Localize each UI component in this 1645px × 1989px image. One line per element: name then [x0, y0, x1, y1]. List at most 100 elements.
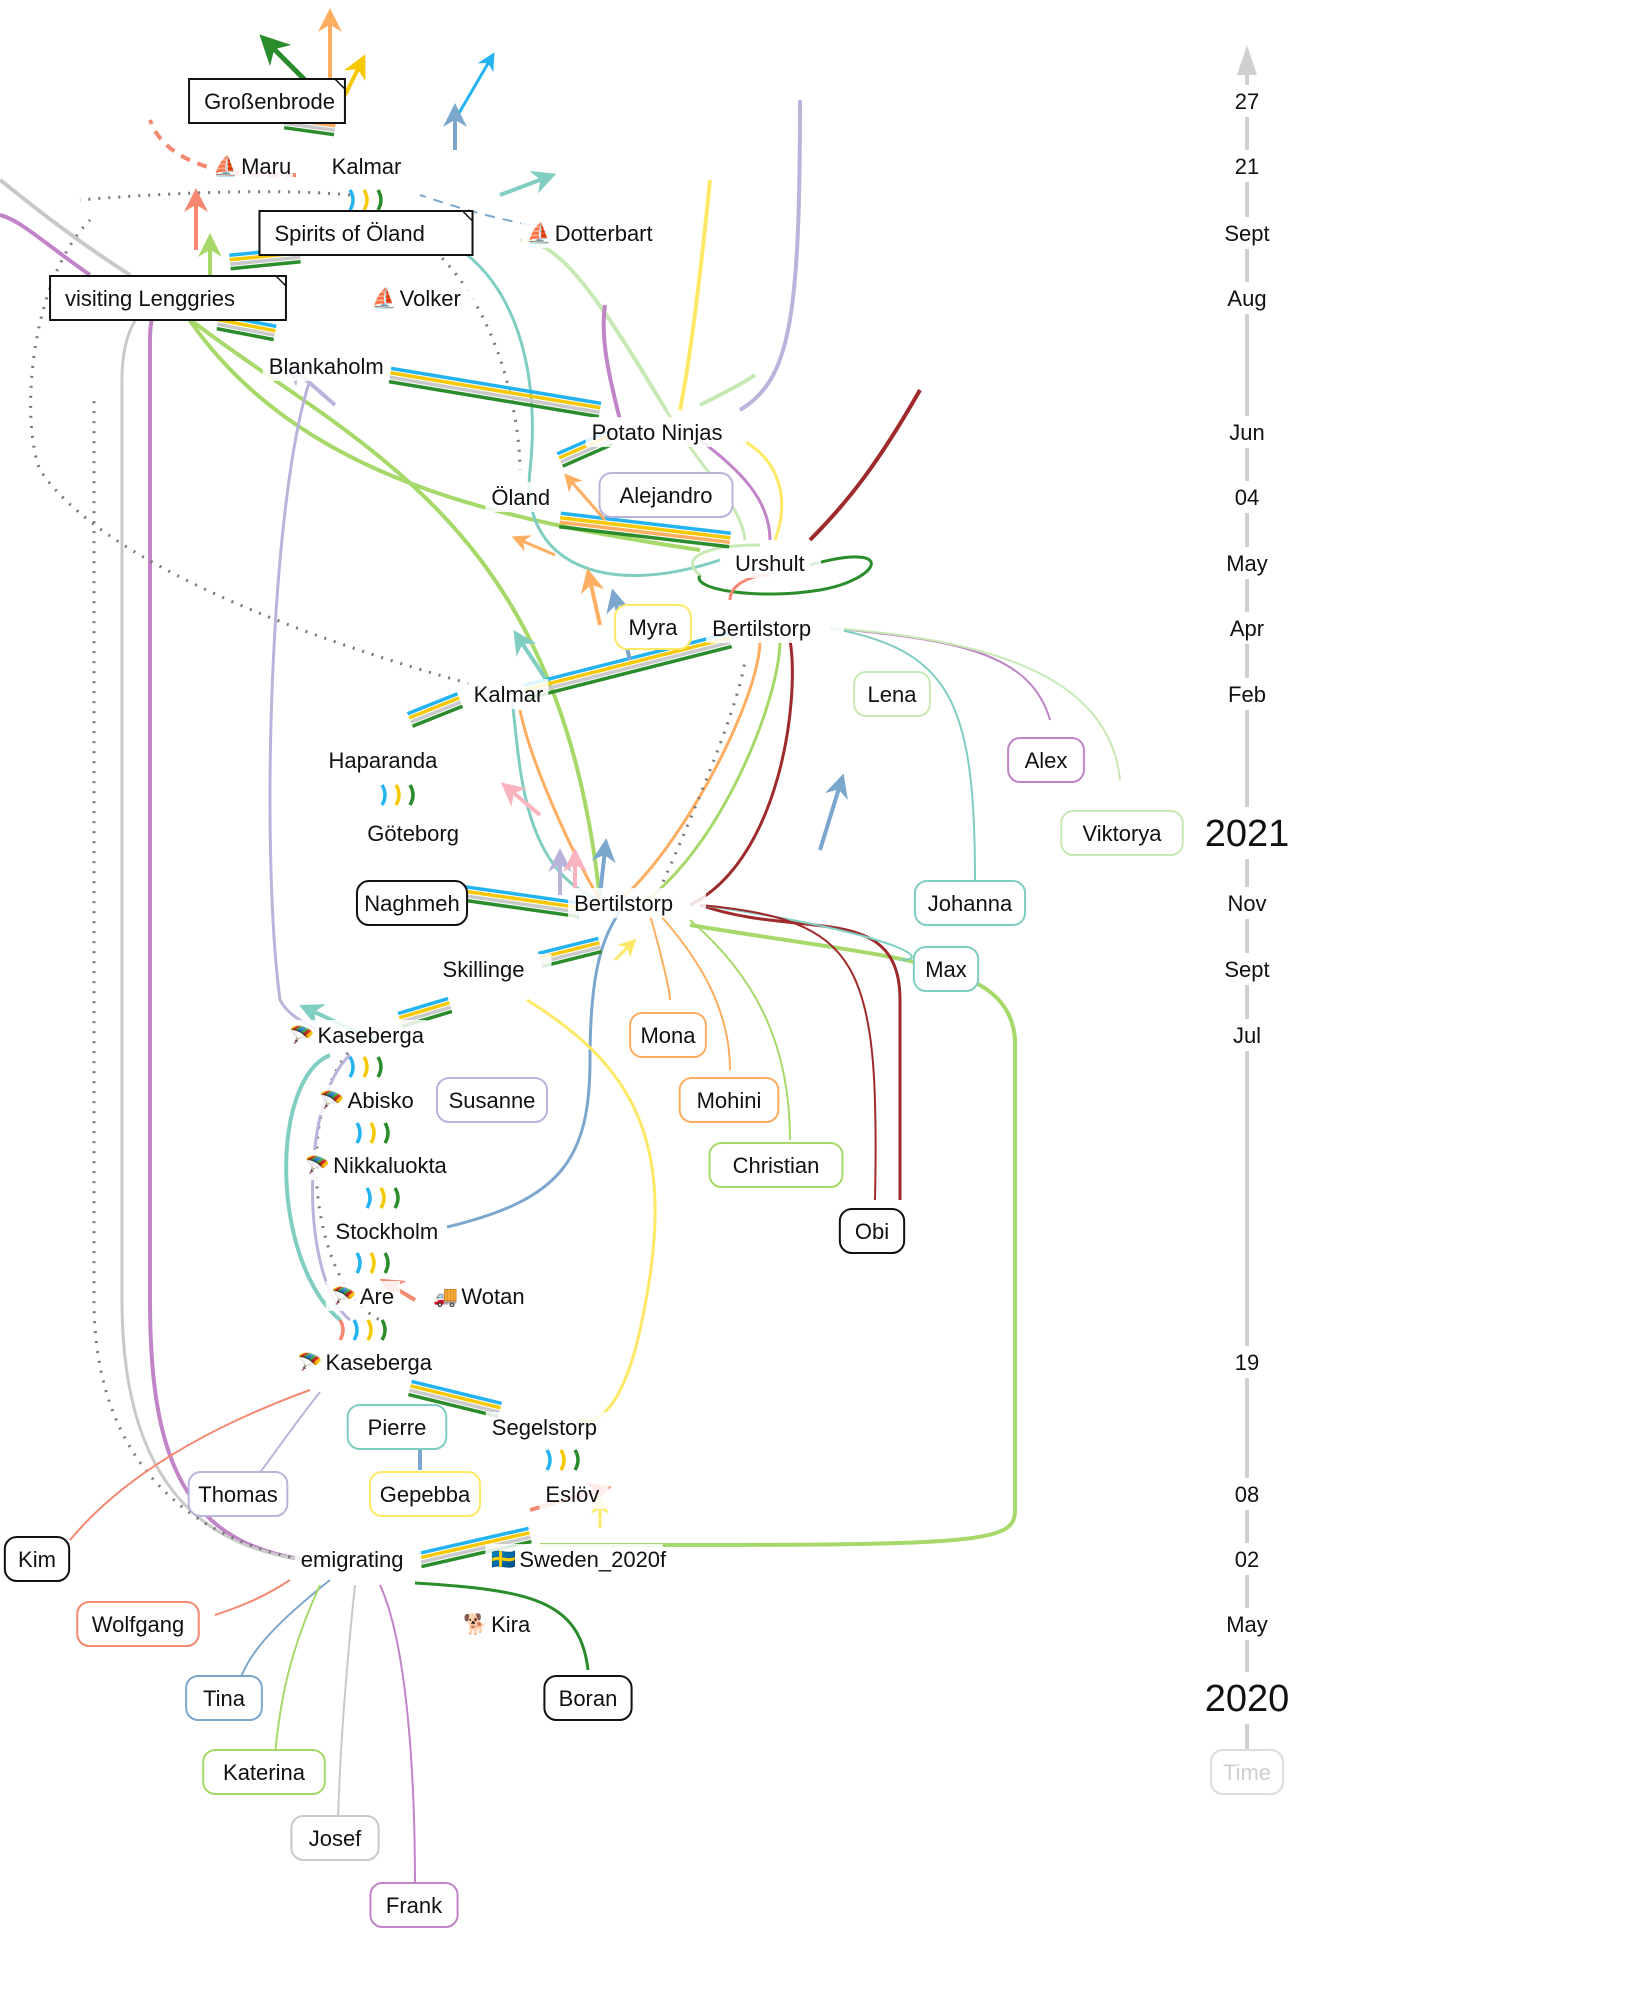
person-katerina[interactable]: Katerina — [202, 1749, 326, 1795]
person-label: Max — [925, 957, 967, 982]
person-naghmeh[interactable]: Naghmeh — [355, 880, 469, 926]
place-label: Blankaholm — [269, 354, 384, 379]
place-segelstorp: Segelstorp — [485, 1412, 613, 1442]
journey-edge — [379, 1584, 416, 1886]
person-alejandro[interactable]: Alejandro — [598, 472, 734, 518]
person-box[interactable] — [614, 604, 692, 650]
place-visiting-lenggries: visiting Lenggries — [49, 275, 287, 321]
transit-segment — [383, 1252, 390, 1274]
transit-line — [411, 704, 464, 728]
person-christian[interactable]: Christian — [708, 1142, 844, 1188]
person-box[interactable] — [368, 1471, 482, 1517]
person-boran[interactable]: Boran — [543, 1675, 633, 1721]
person-johanna[interactable]: Johanna — [913, 880, 1027, 926]
place-label: Maru — [241, 154, 291, 179]
person-kim[interactable]: Kim — [3, 1536, 71, 1582]
person-pierre[interactable]: Pierre — [346, 1404, 448, 1450]
person-box[interactable] — [708, 1142, 844, 1188]
person-box[interactable] — [629, 1012, 707, 1058]
person-box[interactable] — [912, 946, 980, 992]
person-box[interactable] — [369, 1882, 459, 1928]
label-backdrop — [427, 1281, 525, 1311]
person-label: Alejandro — [620, 483, 713, 508]
person-myra[interactable]: Myra — [614, 604, 692, 650]
person-box[interactable] — [187, 1471, 289, 1517]
person-gepebba[interactable]: Gepebba — [368, 1471, 482, 1517]
journey-edge — [92, 400, 301, 1561]
transit-segment — [366, 1319, 373, 1341]
place-kira: 🐕Kira — [457, 1609, 543, 1639]
place-öland: Öland — [485, 482, 555, 512]
axis-tick-label: 04 — [1235, 485, 1259, 510]
place-kaseberga: 🪂Kaseberga — [291, 1347, 435, 1377]
person-box[interactable] — [76, 1601, 200, 1647]
person-josef[interactable]: Josef — [290, 1815, 380, 1861]
person-susanne[interactable]: Susanne — [435, 1077, 549, 1123]
journey-edge — [239, 1579, 331, 1681]
transit-line — [390, 366, 602, 406]
axis-tick-label: Aug — [1227, 286, 1266, 311]
person-thomas[interactable]: Thomas — [187, 1471, 289, 1517]
person-lena[interactable]: Lena — [853, 671, 931, 717]
place-label: Wotan — [461, 1284, 524, 1309]
person-box[interactable] — [290, 1815, 380, 1861]
person-mohini[interactable]: Mohini — [678, 1077, 780, 1123]
note-box — [49, 275, 287, 321]
axis-year-label: 2020 — [1205, 1678, 1290, 1720]
journey-edge — [639, 639, 782, 907]
axis-label-backdrop — [1217, 953, 1277, 985]
outgoing-arrow — [343, 54, 366, 96]
place-label: Potato Ninjas — [592, 420, 723, 445]
outgoing-arrow — [500, 782, 542, 817]
person-box[interactable] — [678, 1077, 780, 1123]
axis-year-label: 2021 — [1205, 813, 1290, 855]
transit-segment — [573, 1449, 580, 1471]
person-viktorya[interactable]: Viktorya — [1060, 810, 1184, 856]
transit-segment — [376, 189, 383, 211]
place-label: Eslöv — [545, 1482, 599, 1507]
outgoing-arrow — [591, 838, 616, 896]
person-obi[interactable]: Obi — [838, 1208, 906, 1254]
transit-line — [410, 700, 462, 724]
transit-line — [560, 511, 731, 536]
person-frank[interactable]: Frank — [369, 1882, 459, 1928]
journey-edge — [689, 919, 791, 1141]
person-box[interactable] — [853, 671, 931, 717]
place-kaseberga: 🪂Kaseberga — [283, 1020, 427, 1050]
person-box[interactable] — [598, 472, 734, 518]
transit-line — [284, 121, 335, 132]
person-box[interactable] — [346, 1404, 448, 1450]
person-box[interactable] — [543, 1675, 633, 1721]
person-box[interactable] — [185, 1675, 263, 1721]
person-max[interactable]: Max — [912, 946, 980, 992]
axis-tick-label: Feb — [1228, 682, 1266, 707]
journey-edge — [699, 373, 757, 407]
place-label: Bertilstorp — [574, 891, 673, 916]
person-box[interactable] — [1060, 810, 1184, 856]
person-box[interactable] — [3, 1536, 71, 1582]
person-wolfgang[interactable]: Wolfgang — [76, 1601, 200, 1647]
journey-edge — [699, 904, 877, 1201]
person-box[interactable] — [913, 880, 1027, 926]
axis-tick-label: Nov — [1227, 891, 1266, 916]
journey-edge — [741, 438, 784, 541]
transit-line — [400, 1005, 452, 1024]
person-alex[interactable]: Alex — [1007, 737, 1085, 783]
axis-tick-label: 02 — [1235, 1547, 1259, 1572]
transit-segment — [383, 1122, 390, 1144]
person-tina[interactable]: Tina — [185, 1675, 263, 1721]
person-label: Alex — [1025, 748, 1068, 773]
person-label: Wolfgang — [92, 1612, 185, 1637]
transit-line — [559, 524, 730, 549]
place-label: Kaseberga — [326, 1350, 433, 1375]
person-box[interactable] — [435, 1077, 549, 1123]
person-label: Mona — [640, 1023, 696, 1048]
person-box[interactable] — [1007, 737, 1085, 783]
axis-label-backdrop — [1217, 1543, 1277, 1575]
person-box[interactable] — [838, 1208, 906, 1254]
person-label: Viktorya — [1082, 821, 1162, 846]
person-box[interactable] — [202, 1749, 326, 1795]
person-box[interactable] — [355, 880, 469, 926]
person-mona[interactable]: Mona — [629, 1012, 707, 1058]
